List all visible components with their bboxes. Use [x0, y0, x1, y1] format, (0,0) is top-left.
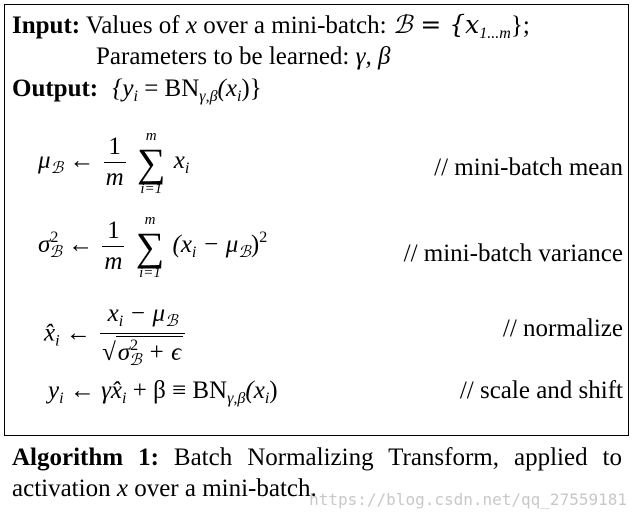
- var-frac-num: 1: [102, 217, 125, 247]
- scale-arg: (x: [245, 377, 265, 404]
- output-label: Output:: [12, 75, 99, 102]
- norm-frac-num: xi − μℬ: [100, 300, 186, 334]
- var-lhs-sub: ℬ: [49, 242, 62, 262]
- mean-xi: x: [173, 147, 185, 175]
- params-text: Parameters to be learned:: [96, 43, 356, 70]
- norm-num-mu-sub: ℬ: [165, 311, 178, 330]
- norm-lhs-sub: i: [55, 332, 60, 350]
- scale-arg-end: ): [269, 377, 278, 404]
- scale-lhs: y: [48, 377, 60, 404]
- comment-mean: // mini-batch mean: [434, 154, 623, 181]
- var-sum-bottom: i=1: [139, 264, 161, 281]
- input-label: Input:: [12, 12, 81, 39]
- norm-den-rest: + ϵ: [141, 338, 182, 366]
- norm-den-sigma: σ: [117, 338, 131, 366]
- output-sub-i: i: [133, 88, 138, 105]
- scale-arg-sub: i: [264, 390, 270, 407]
- equation-normalize: x̂i ← xi − μℬ √σ2ℬ + ϵ: [44, 300, 188, 369]
- var-fraction: 1 m: [102, 217, 125, 276]
- output-bn-sub: γ,β: [199, 88, 218, 105]
- comment-normalize: // normalize: [502, 315, 623, 342]
- mean-lhs: μ: [38, 147, 51, 175]
- var-frac-den: m: [104, 248, 123, 275]
- norm-den-sup: 2: [130, 336, 139, 354]
- var-sum: m ∑ i=1: [136, 212, 165, 281]
- output-pre: {y: [112, 75, 134, 102]
- var-lhs-sup: 2: [50, 229, 59, 247]
- equation-scale-shift: yi ← γx̂i + β ≡ BNγ,β(xi): [48, 378, 278, 407]
- norm-den-sub: ℬ: [129, 349, 142, 369]
- norm-num-minus: − μ: [123, 300, 166, 327]
- var-arrow: ←: [68, 231, 94, 259]
- comment-variance: // mini-batch variance: [403, 240, 623, 267]
- norm-fraction: xi − μℬ √σ2ℬ + ϵ: [100, 300, 186, 369]
- norm-num-sub: i: [118, 313, 124, 330]
- mean-frac-den: m: [105, 164, 124, 191]
- caption-label: Algorithm 1:: [12, 444, 159, 471]
- var-sum-top: m: [144, 212, 156, 228]
- input-set: ℬ = {x: [392, 10, 480, 39]
- watermark: https://blog.csdn.net/qq_27559181: [309, 490, 627, 509]
- scale-rhs-plus: + β ≡ BN: [126, 377, 228, 404]
- input-set-end: };: [510, 12, 530, 39]
- output-line: Output: {yi = BNγ,β(xi)}: [12, 76, 262, 105]
- params-line: Parameters to be learned: γ, β: [96, 44, 390, 69]
- sqrt-body: σ2ℬ + ϵ: [115, 335, 184, 369]
- mean-arrow: ←: [69, 147, 95, 175]
- norm-num-x: x: [107, 300, 119, 327]
- var-mu-sub: ℬ: [238, 242, 251, 262]
- mean-sum-symbol: ∑: [136, 139, 166, 185]
- scale-bn-sub: γ,β: [227, 390, 246, 407]
- equation-mean: μℬ ← 1 m m ∑ i=1 xi: [38, 128, 189, 197]
- var-lhs: σ: [38, 231, 51, 259]
- caption-var: x: [116, 475, 128, 502]
- mean-lhs-sub: ℬ: [50, 158, 64, 178]
- var-close: ): [250, 231, 260, 259]
- equation-variance: σ2ℬ ← 1 m m ∑ i=1 (xi − μℬ)2: [38, 212, 267, 281]
- norm-frac-den: √σ2ℬ + ϵ: [100, 334, 185, 369]
- mean-frac-num: 1: [103, 133, 126, 163]
- var-minus: − μ: [196, 231, 239, 259]
- norm-arrow: ←: [65, 319, 91, 347]
- sqrt-symbol: √: [102, 338, 116, 366]
- var-xi-sub: i: [191, 244, 197, 262]
- var-sum-symbol: ∑: [135, 223, 165, 269]
- caption-text: Batch Normalizing Transform, applied to …: [12, 444, 623, 502]
- mean-sum-bottom: i=1: [140, 180, 163, 197]
- mean-sum-top: m: [145, 128, 157, 144]
- output-arg-sub: i: [236, 88, 242, 105]
- input-text-pre: Values of: [85, 12, 186, 39]
- var-square: 2: [259, 229, 268, 247]
- mean-sum: m ∑ i=1: [137, 128, 166, 197]
- scale-rhs: γx̂: [101, 377, 123, 404]
- algorithm-box: [4, 4, 629, 436]
- output-eq: = BN: [137, 75, 200, 102]
- input-text-mid: over a mini-batch:: [197, 12, 393, 39]
- scale-lhs-sub: i: [59, 390, 64, 407]
- output-arg-end: )}: [241, 75, 262, 102]
- mean-xi-sub: i: [184, 160, 190, 178]
- comment-scale-shift: // scale and shift: [459, 377, 623, 404]
- scale-arrow: ←: [69, 377, 95, 404]
- scale-rhs-sub: i: [122, 390, 127, 407]
- algorithm-caption: Algorithm 1: Batch Normalizing Transform…: [12, 442, 622, 504]
- norm-lhs: x̂: [44, 319, 56, 347]
- var-open: (x: [172, 231, 192, 259]
- params-vars: γ, β: [355, 43, 391, 70]
- input-set-sub: 1...m: [479, 25, 511, 42]
- caption-text-end: over a mini-batch.: [127, 475, 317, 502]
- input-line: Input: Values of x over a mini-batch: ℬ …: [12, 12, 530, 42]
- mean-fraction: 1 m: [103, 133, 126, 192]
- output-arg: (x: [217, 75, 237, 102]
- input-var: x: [185, 12, 197, 39]
